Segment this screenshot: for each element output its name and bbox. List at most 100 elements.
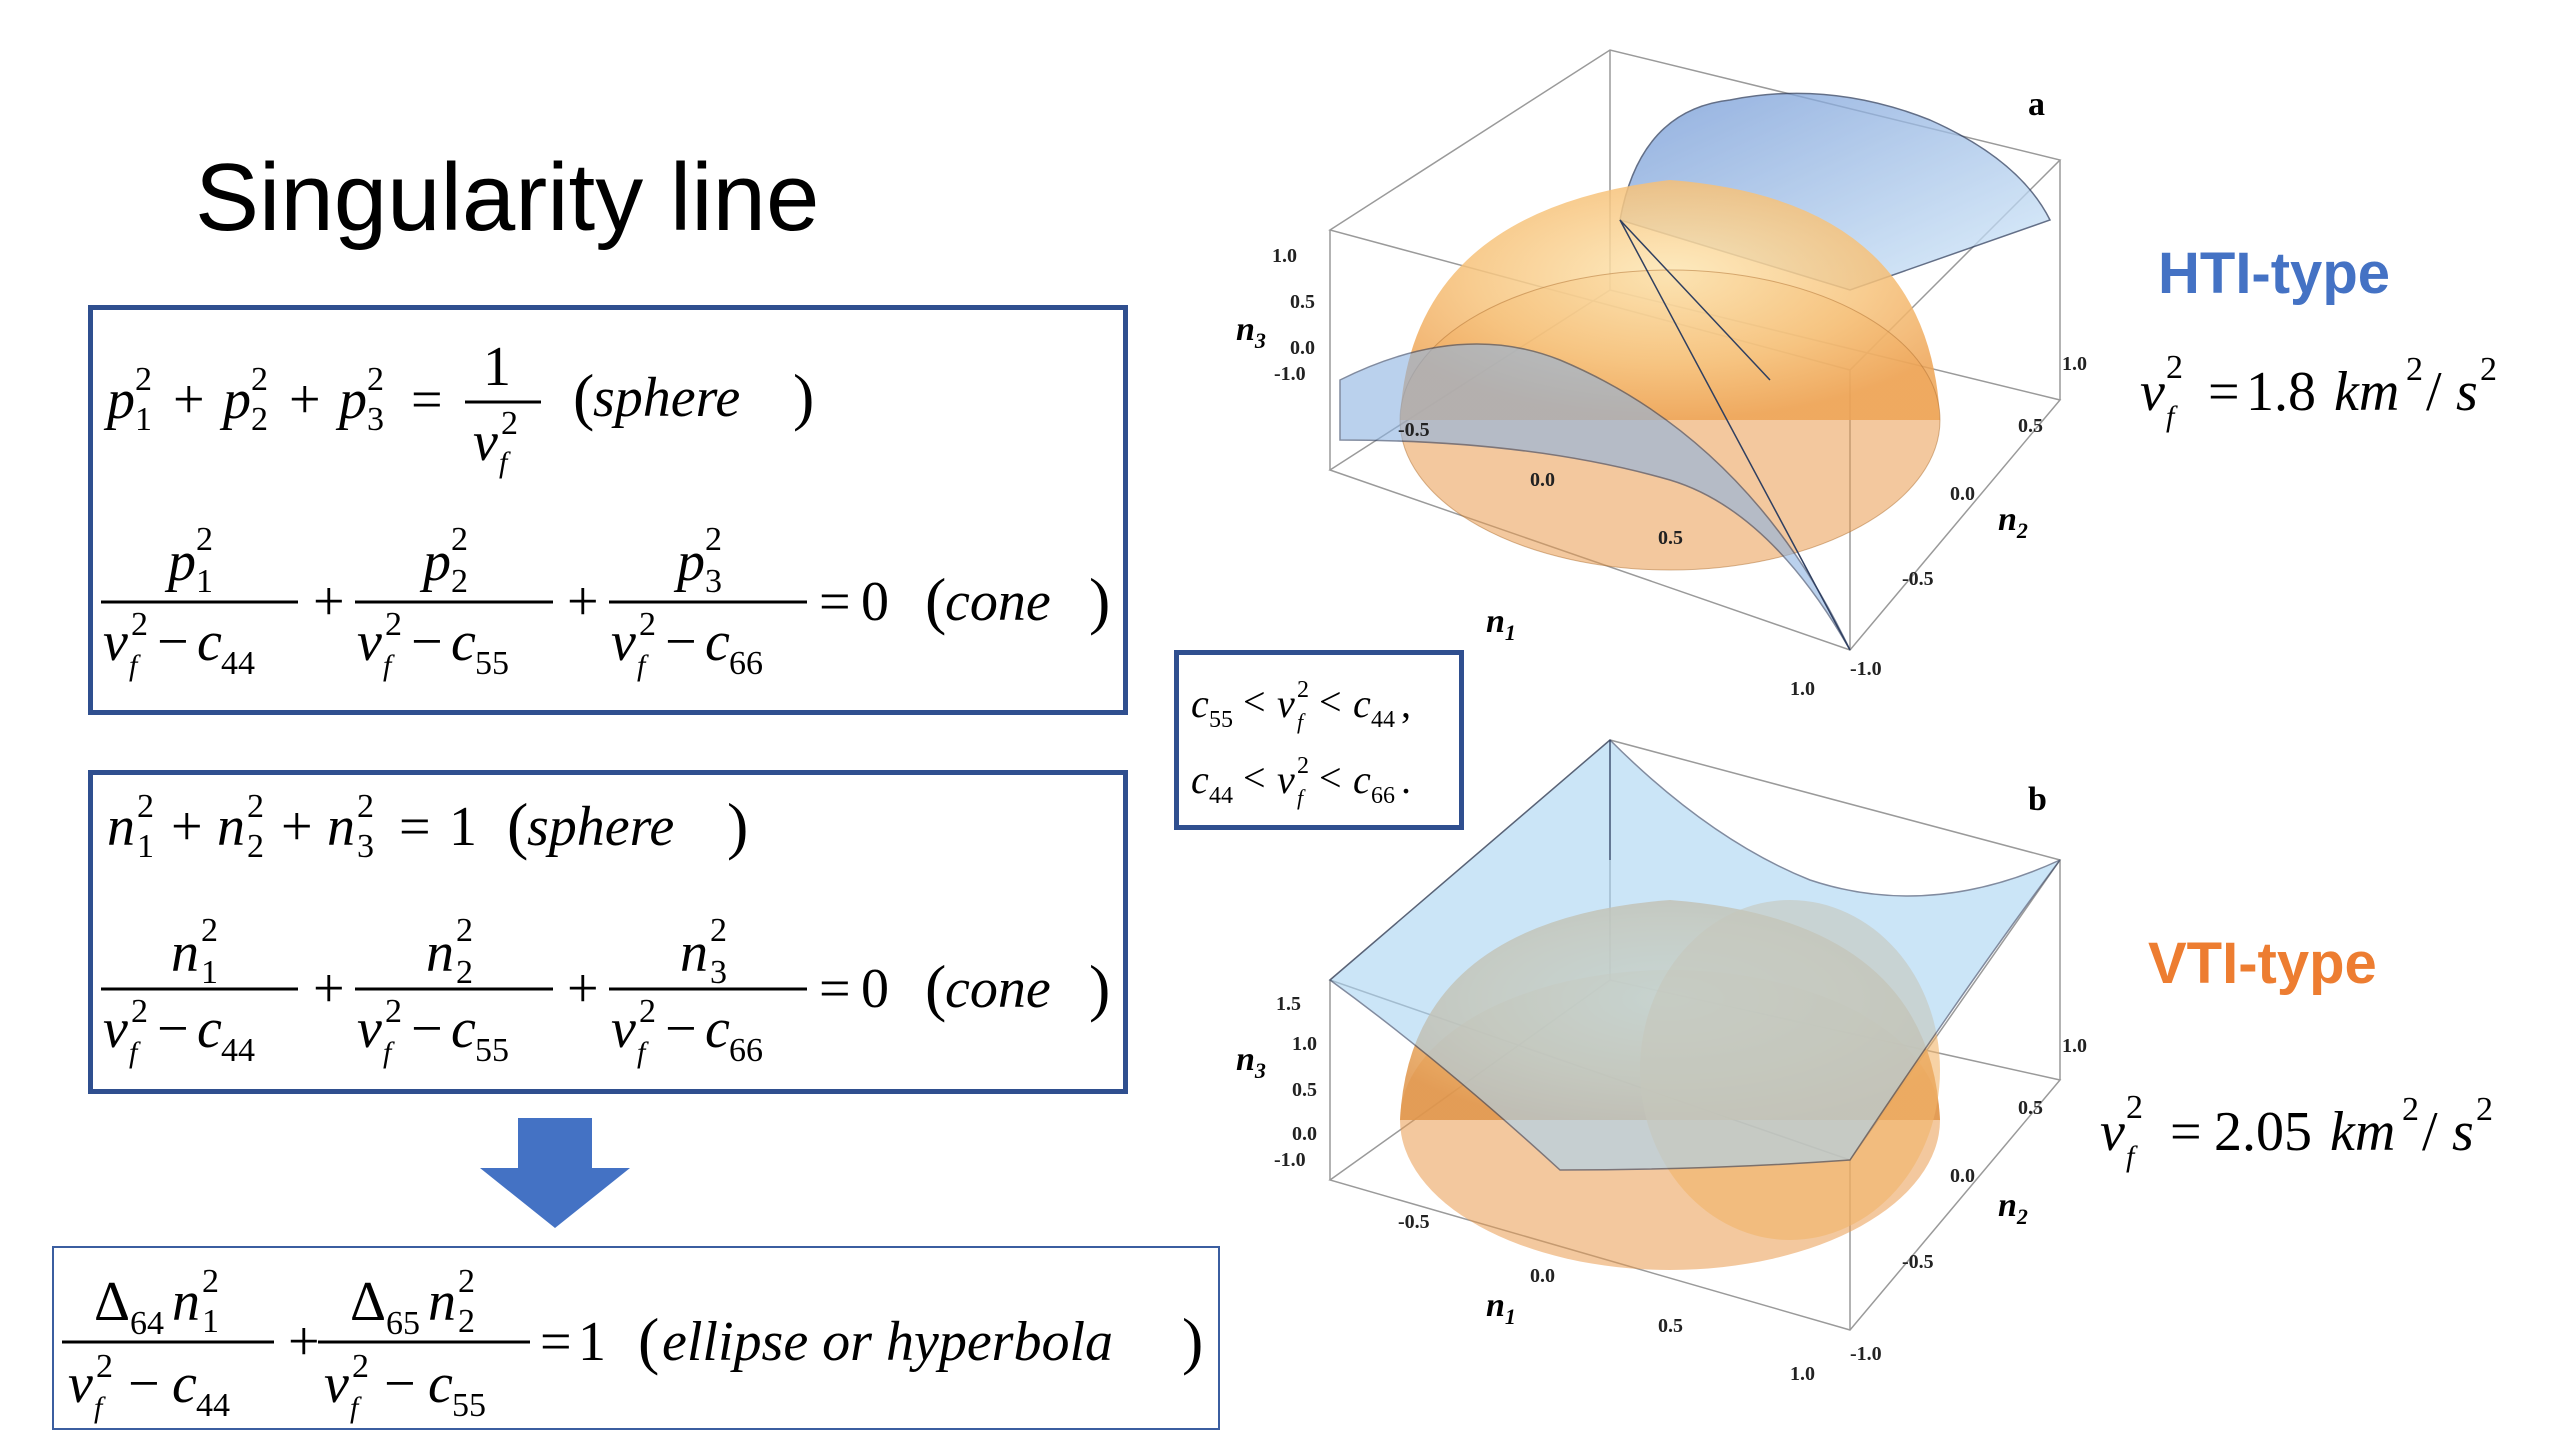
svg-text:p: p [164, 531, 196, 593]
svg-text:2: 2 [458, 1303, 475, 1340]
svg-text:c: c [1191, 757, 1209, 802]
svg-text:(: ( [573, 361, 594, 432]
svg-text:v: v [103, 998, 128, 1060]
svg-text:2: 2 [385, 993, 402, 1030]
down-arrow-icon [480, 1118, 630, 1228]
svg-text:=: = [819, 958, 851, 1020]
svg-text:v: v [1277, 681, 1295, 726]
plot-a-z-tick: 0.5 [1290, 291, 1315, 313]
plot-a-y-tick: 0.5 [2018, 415, 2043, 437]
plot-b-panel-label: b [2028, 781, 2047, 818]
svg-text:c: c [197, 998, 222, 1060]
svg-text:2: 2 [458, 1263, 475, 1300]
plot-a-z-tick: 0.0 [1290, 337, 1315, 359]
svg-text:44: 44 [196, 1387, 230, 1424]
svg-text:2: 2 [201, 912, 218, 949]
svg-text:64: 64 [130, 1305, 164, 1342]
svg-text:km: km [2334, 361, 2399, 423]
svg-text:2: 2 [352, 1348, 369, 1385]
svg-text:<: < [1319, 755, 1342, 800]
svg-text:−: − [384, 1353, 416, 1415]
svg-text:/: / [2426, 361, 2442, 423]
svg-text:n: n [680, 922, 708, 984]
slide-title: Singularity line [195, 144, 820, 251]
svg-text:): ) [727, 790, 748, 861]
svg-text:f: f [129, 649, 141, 682]
svg-text:p: p [673, 531, 705, 593]
svg-text:+: + [173, 369, 205, 431]
plot-a-panel-label: a [2028, 86, 2045, 123]
plot-b-z-tick: 0.0 [1292, 1123, 1317, 1145]
svg-text:2: 2 [456, 912, 473, 949]
svg-text:f: f [350, 1391, 362, 1424]
svg-text:44: 44 [221, 1032, 255, 1069]
svg-text:3: 3 [705, 563, 722, 600]
svg-text:=: = [819, 571, 851, 633]
svg-text:<: < [1243, 755, 1266, 800]
plot-b-x-tick: -0.5 [1398, 1211, 1430, 1233]
svg-text:ellipse or hyperbola: ellipse or hyperbola [662, 1311, 1113, 1373]
svg-text:2: 2 [96, 1348, 113, 1385]
svg-text:2: 2 [1297, 677, 1309, 703]
svg-text:2: 2 [710, 912, 727, 949]
svg-text:v: v [473, 411, 498, 473]
svg-text:n: n [172, 1271, 200, 1333]
plot-b-x-label: n1 [1486, 1287, 1516, 1329]
svg-text:f: f [2126, 1140, 2138, 1173]
svg-text:+: + [313, 958, 345, 1020]
svg-text:c: c [197, 611, 222, 673]
svg-text:v: v [357, 611, 382, 673]
svg-text:2: 2 [367, 361, 384, 398]
svg-text:+: + [171, 796, 203, 858]
svg-text:v: v [2100, 1101, 2125, 1163]
svg-text:p: p [103, 369, 135, 431]
svg-text:+: + [289, 369, 321, 431]
svg-text:f: f [383, 649, 395, 682]
plot-b-y-label: n2 [1998, 1187, 2028, 1229]
svg-text:(: ( [925, 952, 946, 1023]
svg-text:n: n [327, 796, 355, 858]
svg-text:sphere: sphere [527, 796, 674, 858]
svg-text:c: c [172, 1353, 197, 1415]
svg-text:p: p [335, 369, 367, 431]
plot-a-y-tick: 1.0 [2062, 353, 2087, 375]
svg-text:(: ( [925, 565, 946, 636]
svg-text:c: c [1353, 757, 1371, 802]
svg-text:2: 2 [1297, 753, 1309, 779]
svg-text:f: f [499, 446, 511, 479]
plot-b-x-tick: 1.0 [1790, 1363, 1815, 1385]
svg-text:+: + [281, 796, 313, 858]
svg-text:2: 2 [357, 788, 374, 825]
plot-b-y-tick: -0.5 [1902, 1251, 1934, 1273]
svg-text:−: − [665, 611, 697, 673]
plot-a-y-tick: -1.0 [1850, 658, 1882, 680]
plot-a-y-label: n2 [1998, 501, 2028, 543]
svg-text:2: 2 [251, 361, 268, 398]
svg-text:1: 1 [483, 336, 511, 398]
plot-b-x-tick: -1.0 [1274, 1149, 1306, 1171]
svg-text:65: 65 [386, 1305, 420, 1342]
svg-text:2: 2 [2126, 1089, 2143, 1126]
svg-text:3: 3 [710, 954, 727, 991]
svg-text:.: . [1401, 757, 1411, 802]
svg-text:v: v [357, 998, 382, 1060]
plot-a-3d: a 1.0 0.5 0.0 -1.0 -0.5 0.0 0.5 1.0 1.0 … [1236, 49, 2087, 700]
svg-text:66: 66 [729, 1032, 763, 1069]
svg-text:2: 2 [451, 521, 468, 558]
plot-a-z-label: n3 [1236, 311, 1266, 353]
svg-text:1: 1 [578, 1311, 606, 1373]
svg-text:c: c [1191, 681, 1209, 726]
plot-a-x-tick: -0.5 [1398, 419, 1430, 441]
svg-text:): ) [1089, 952, 1110, 1023]
svg-text:v: v [2140, 361, 2165, 423]
svg-text:−: − [157, 611, 189, 673]
svg-text:0: 0 [861, 571, 889, 633]
svg-text:1.8: 1.8 [2246, 361, 2316, 423]
svg-text:2: 2 [137, 788, 154, 825]
